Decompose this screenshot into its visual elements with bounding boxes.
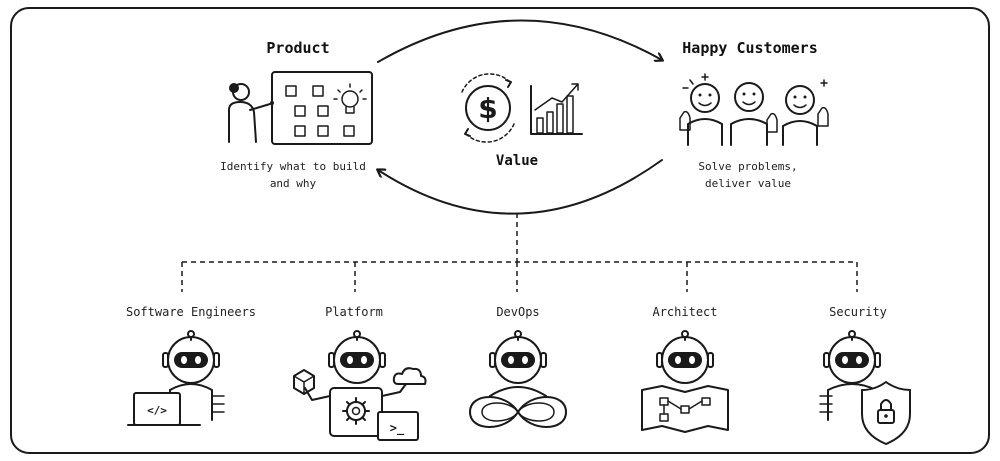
infinity-loop-icon bbox=[468, 396, 568, 428]
sparkle-icon bbox=[682, 73, 828, 89]
role-platform: Platform >_ bbox=[293, 305, 427, 441]
customers-caption-line-2: deliver value bbox=[705, 177, 791, 190]
diagram-frame bbox=[10, 7, 990, 454]
role-label-platform: Platform bbox=[325, 305, 383, 319]
person-pointing-icon bbox=[228, 83, 274, 143]
growth-chart-icon bbox=[530, 83, 583, 135]
product-caption-line-2: and why bbox=[270, 177, 317, 190]
role-label-security: Security bbox=[829, 305, 887, 319]
role-devops: DevOps bbox=[468, 305, 568, 428]
robot-architect bbox=[656, 330, 714, 384]
dollar-symbol: $ bbox=[478, 92, 497, 125]
arrow-product-to-customers bbox=[377, 19, 662, 63]
flowchart-board-icon bbox=[641, 385, 729, 433]
cloud-icon bbox=[392, 367, 427, 385]
customer-left-icon bbox=[679, 83, 723, 146]
team-connector-lines bbox=[181, 213, 858, 292]
robot-software-engineers bbox=[162, 330, 225, 421]
terminal-icon: >_ bbox=[377, 411, 419, 441]
value-illustration: $ bbox=[461, 73, 583, 143]
role-label-devops: DevOps bbox=[496, 305, 539, 319]
customer-right-icon bbox=[782, 85, 829, 146]
role-security: Security bbox=[819, 305, 911, 445]
planning-board bbox=[271, 71, 373, 145]
sticky-notes bbox=[285, 85, 355, 137]
role-label-architect: Architect bbox=[652, 305, 717, 319]
customer-middle-icon bbox=[730, 82, 778, 146]
code-glyph: </> bbox=[147, 404, 167, 417]
robot-platform bbox=[304, 330, 407, 437]
robot-devops bbox=[489, 330, 547, 397]
customers-title: Happy Customers bbox=[682, 39, 817, 57]
role-architect: Architect bbox=[641, 305, 729, 433]
cube-icon bbox=[293, 369, 315, 395]
robot-security bbox=[819, 330, 881, 421]
role-software-engineers: Software Engineers </> bbox=[126, 305, 256, 426]
laptop-code-icon: </> bbox=[127, 392, 201, 426]
product-illustration bbox=[228, 71, 373, 145]
lightbulb-icon bbox=[333, 83, 367, 114]
shield-lock-icon bbox=[861, 381, 911, 445]
dollar-cycle-icon: $ bbox=[461, 73, 515, 143]
product-caption-line-1: Identify what to build bbox=[220, 160, 366, 173]
role-label-software-engineers: Software Engineers bbox=[126, 305, 256, 319]
value-title: Value bbox=[496, 153, 538, 169]
arrow-customers-to-product bbox=[378, 159, 663, 215]
customers-caption-line-1: Solve problems, bbox=[698, 160, 797, 173]
terminal-glyph: >_ bbox=[390, 421, 405, 436]
gear-icon bbox=[342, 397, 370, 425]
product-title: Product bbox=[266, 39, 329, 57]
happy-customers-illustration bbox=[679, 73, 829, 146]
